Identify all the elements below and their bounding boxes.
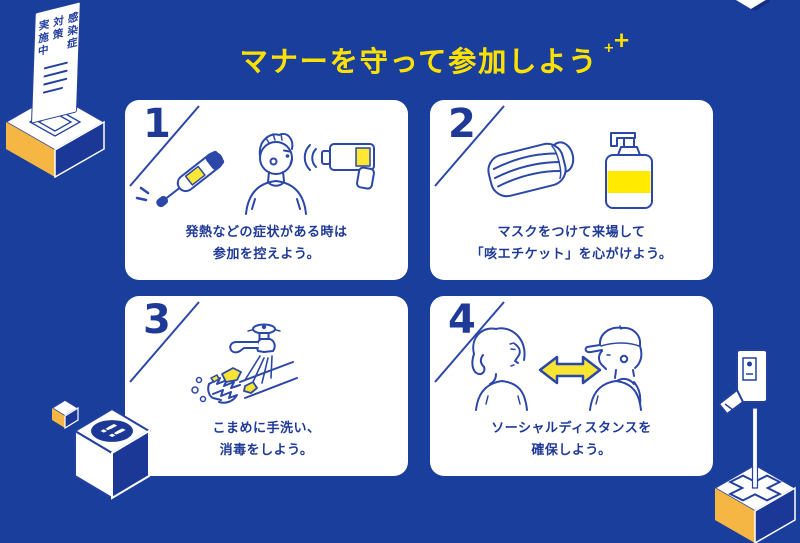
person-icon [245, 133, 307, 215]
caption-line: こまめに手洗い、 [212, 420, 321, 436]
card-4: 4 [430, 296, 713, 476]
card-caption: マスクをつけて来場して 「咳エチケット」を心がけよう。 [430, 222, 713, 268]
card-slash-line [434, 105, 505, 187]
caption-line: 消毒をしよう。 [219, 443, 314, 459]
sign-board: 感染症 対策 実施中 [31, 1, 81, 124]
hands-icon [191, 361, 298, 404]
caption-line: 確保しよう。 [531, 443, 612, 459]
card-3: 3 [125, 296, 408, 476]
thermometer-icon [135, 150, 225, 208]
card-slash-line [129, 301, 200, 383]
card-caption: こまめに手洗い、 消毒をしよう。 [125, 418, 408, 464]
card-number: 2 [448, 101, 476, 147]
sign-column: 実施中 [36, 18, 50, 59]
card-caption: 発熱などの症状がある時は 参加を控えよう。 [125, 222, 408, 268]
sanitizer-stand-icon [713, 349, 797, 543]
sign-line [43, 60, 68, 70]
fever-check-illustration [135, 133, 375, 215]
card-number: 3 [143, 297, 171, 343]
social-distance-illustration [471, 325, 643, 411]
sign-column: 感染症 [65, 10, 79, 52]
page-title-wrap: マナーを守って参加しよう + + [125, 30, 713, 80]
sign-text: 感染症 対策 実施中 [36, 10, 79, 59]
sign-line [43, 69, 68, 78]
man-icon [584, 325, 643, 411]
sign-line [43, 77, 68, 86]
sign-column: 対策 [51, 14, 65, 43]
face-mask-icon [487, 141, 575, 198]
exclamation-badge: !! [91, 420, 133, 442]
alert-cube-icon: !! [73, 407, 151, 500]
card-number: 1 [143, 101, 171, 147]
caption-line: 発熱などの症状がある時は [185, 224, 348, 240]
card-1: 1 [125, 100, 408, 280]
card-caption: ソーシャルディスタンスを 確保しよう。 [430, 418, 713, 464]
page-title-text: マナーを守って参加しよう [239, 45, 599, 78]
mask-sanitizer-illustration [487, 132, 653, 209]
page-title: マナーを守って参加しよう + + [239, 30, 631, 80]
hand-washing-illustration [191, 323, 298, 404]
card-slash-line [434, 301, 505, 383]
caption-line: マスクをつけて来場して [497, 224, 646, 240]
distance-arrow-icon [538, 355, 602, 385]
sign-line [42, 86, 63, 94]
sparkle-icon: + [603, 41, 617, 56]
card-slash-line [129, 105, 200, 187]
small-cube-icon [50, 399, 80, 430]
woman-icon [471, 327, 528, 411]
sparkle-icon: + [612, 28, 633, 52]
sanitizer-bottle-icon [605, 132, 653, 209]
caption-line: ソーシャルディスタンスを [491, 420, 652, 436]
faucet-icon [229, 323, 281, 384]
card-number: 4 [448, 297, 476, 343]
thermo-gun-icon [303, 143, 375, 190]
caption-line: 参加を控えよう。 [212, 247, 321, 263]
caption-line: 「咳エチケット」を心がけよう。 [470, 247, 673, 263]
corner-cube-icon [736, 0, 770, 11]
card-2: 2 マスクをつけて来場して 「咳エチケット」を心がけよう。 [430, 100, 713, 280]
infection-sign-decoration: 感染症 対策 実施中 [0, 0, 118, 182]
